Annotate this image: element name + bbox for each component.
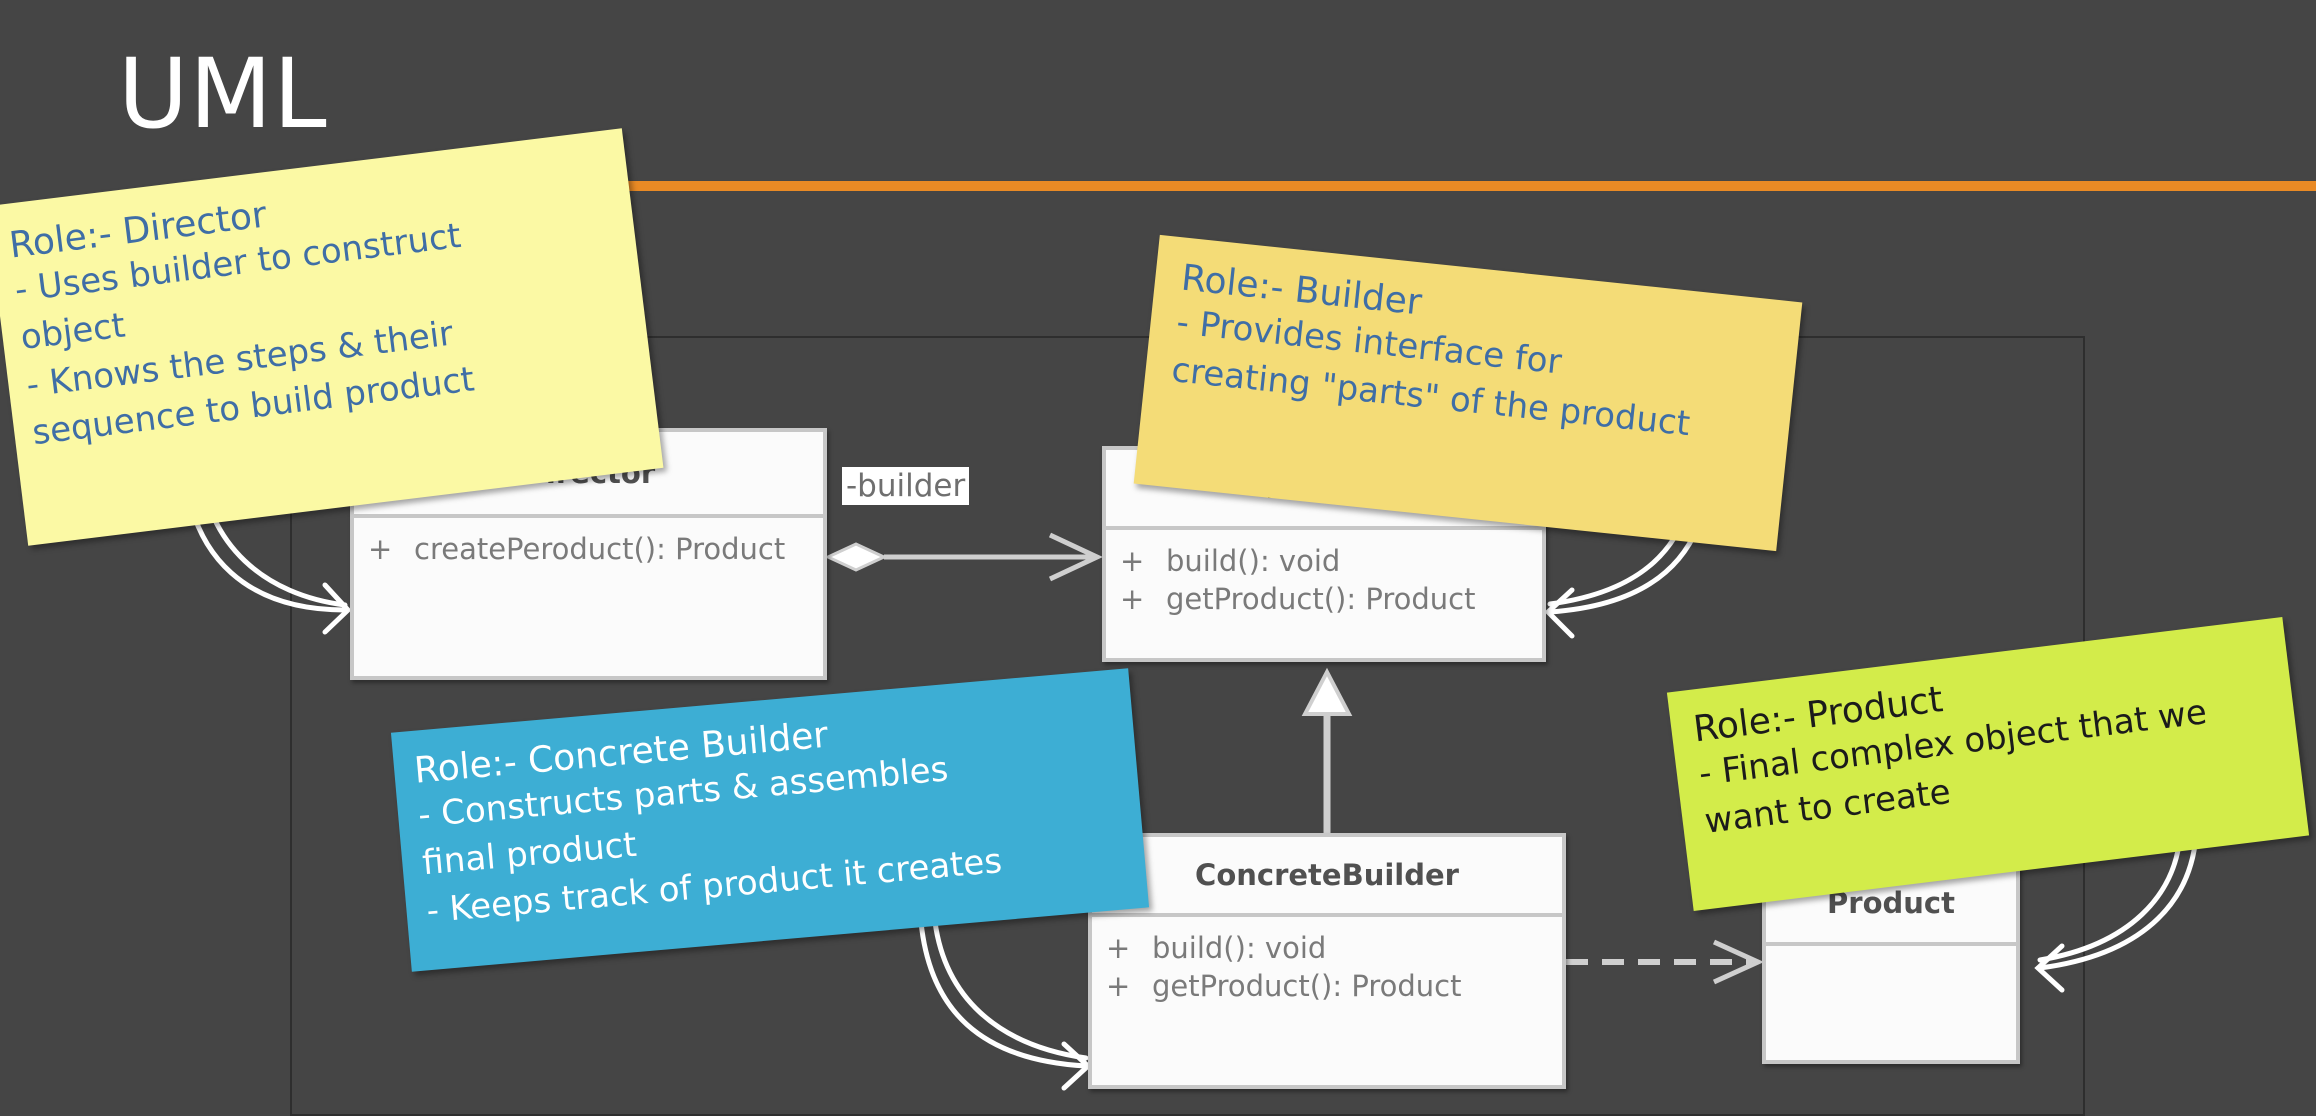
operation-signature: getProduct(): Product <box>1152 969 1462 1003</box>
aggregation-arrowhead <box>1048 532 1103 582</box>
aggregation-link <box>824 532 1103 582</box>
concrete-builder-callout-arrow <box>918 919 1089 1069</box>
operation-signature: getProduct(): Product <box>1166 582 1476 616</box>
concrete-builder-class-name: ConcreteBuilder <box>1092 837 1562 917</box>
concrete-builder-operations: + build(): void + getProduct(): Product <box>1092 917 1562 1005</box>
operation-row: + getProduct(): Product <box>1106 967 1562 1005</box>
operation-signature: build(): void <box>1152 931 1327 965</box>
visibility-marker: + <box>1106 931 1131 965</box>
operation-row: + createPeroduct(): Product <box>368 530 823 568</box>
accent-divider <box>610 181 2316 191</box>
visibility-marker: + <box>368 532 393 566</box>
operation-row: + build(): void <box>1106 929 1562 967</box>
inheritance-triangle <box>1301 667 1353 716</box>
director-operations: + createPeroduct(): Product <box>354 518 823 568</box>
visibility-marker: + <box>1120 544 1145 578</box>
slide-title: UML <box>118 38 328 150</box>
operation-signature: build(): void <box>1166 544 1341 578</box>
visibility-marker: + <box>1120 582 1145 616</box>
concrete-builder-class[interactable]: ConcreteBuilder + build(): void + getPro… <box>1088 833 1566 1089</box>
product-callout-arrow <box>2037 833 2199 971</box>
association-role-label: -builder <box>842 467 970 505</box>
visibility-marker: + <box>1106 969 1131 1003</box>
dependency-link <box>1566 939 1765 985</box>
dependency-arrowhead <box>1712 939 1765 985</box>
operation-row: + getProduct(): Product <box>1120 580 1542 618</box>
builder-operations: + build(): void + getProduct(): Product <box>1106 530 1542 618</box>
inheritance-link <box>1301 667 1353 833</box>
aggregation-diamond <box>824 542 888 572</box>
operation-signature: createPeroduct(): Product <box>414 532 786 566</box>
operation-row: + build(): void <box>1120 542 1542 580</box>
